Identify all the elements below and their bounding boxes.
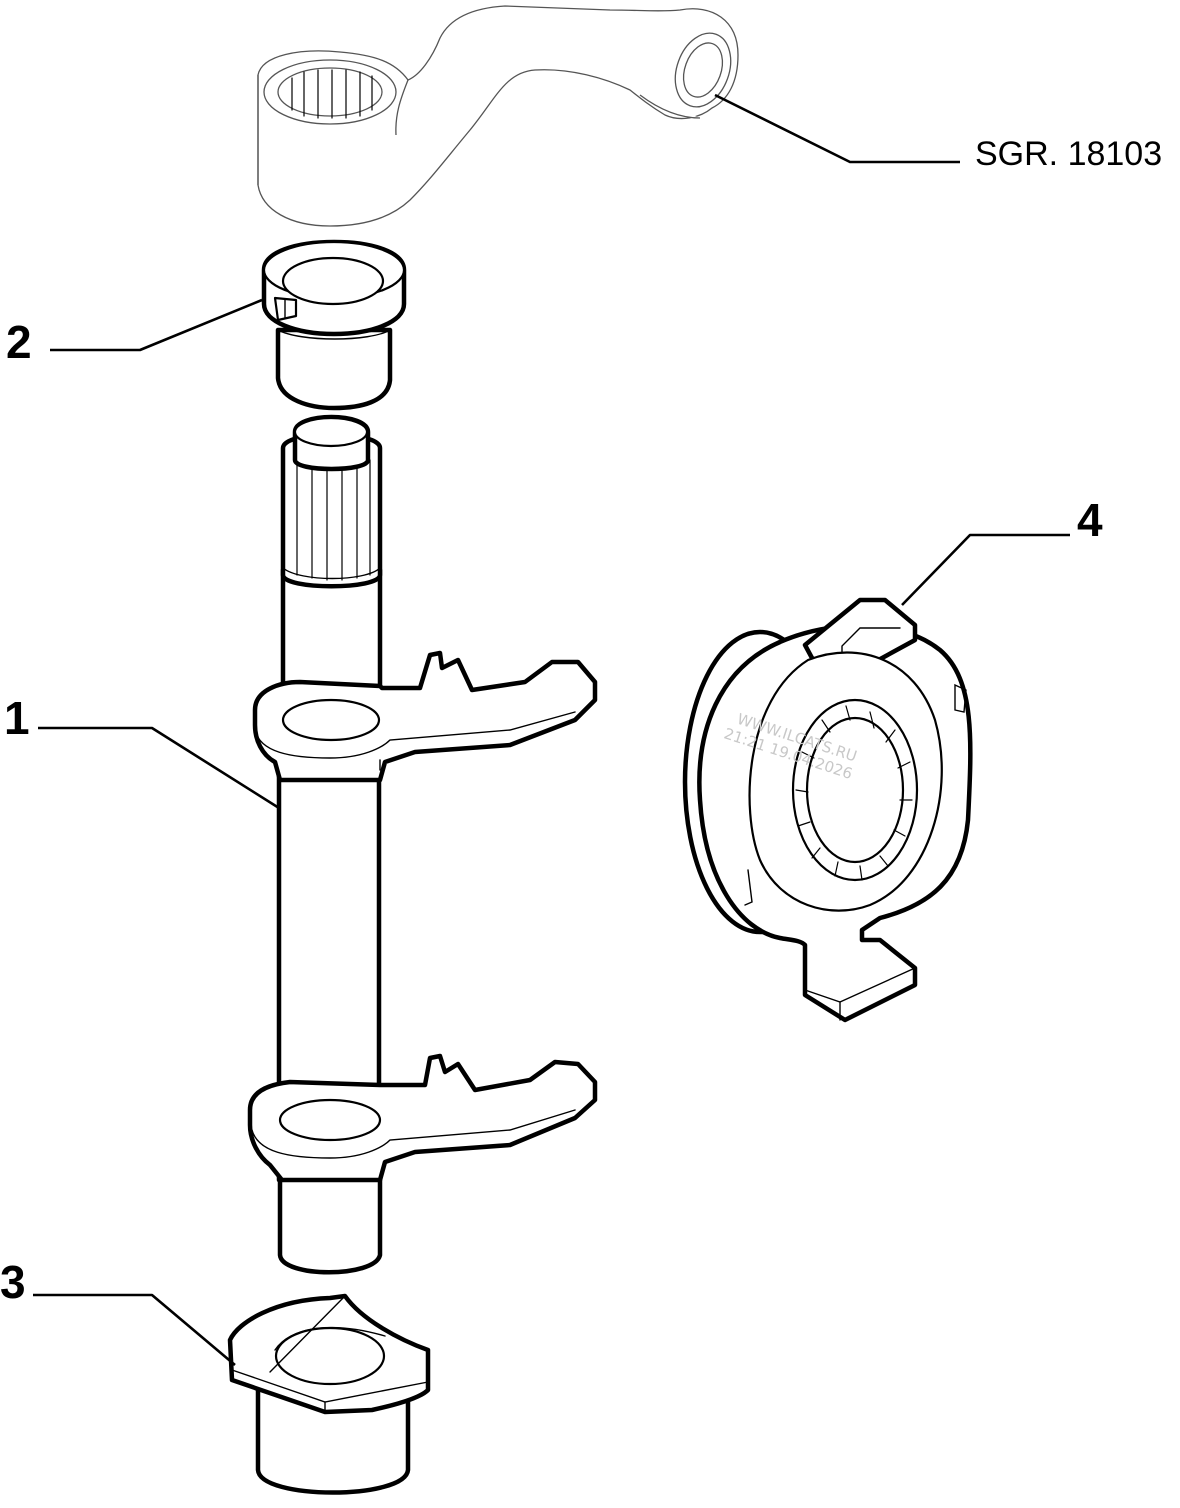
part-1-shift-shaft [247,414,598,1275]
lever-reference-part [257,5,739,227]
part-4-release-bearing [682,597,973,1023]
callout-label-4: 4 [1077,494,1103,546]
callout-label-3: 3 [0,1256,26,1308]
callout-label-1: 1 [4,692,30,744]
leader-line-1 [38,726,280,810]
leader-line-reference [714,93,960,164]
part-2-upper-bushing [261,239,407,411]
leader-line-4 [901,533,1070,606]
reference-label: SGR. 18103 [975,135,1162,173]
callout-label-2: 2 [6,316,32,368]
part-3-lower-bushing [227,1293,431,1495]
leader-line-3 [33,1293,236,1366]
leader-line-2 [50,298,263,352]
